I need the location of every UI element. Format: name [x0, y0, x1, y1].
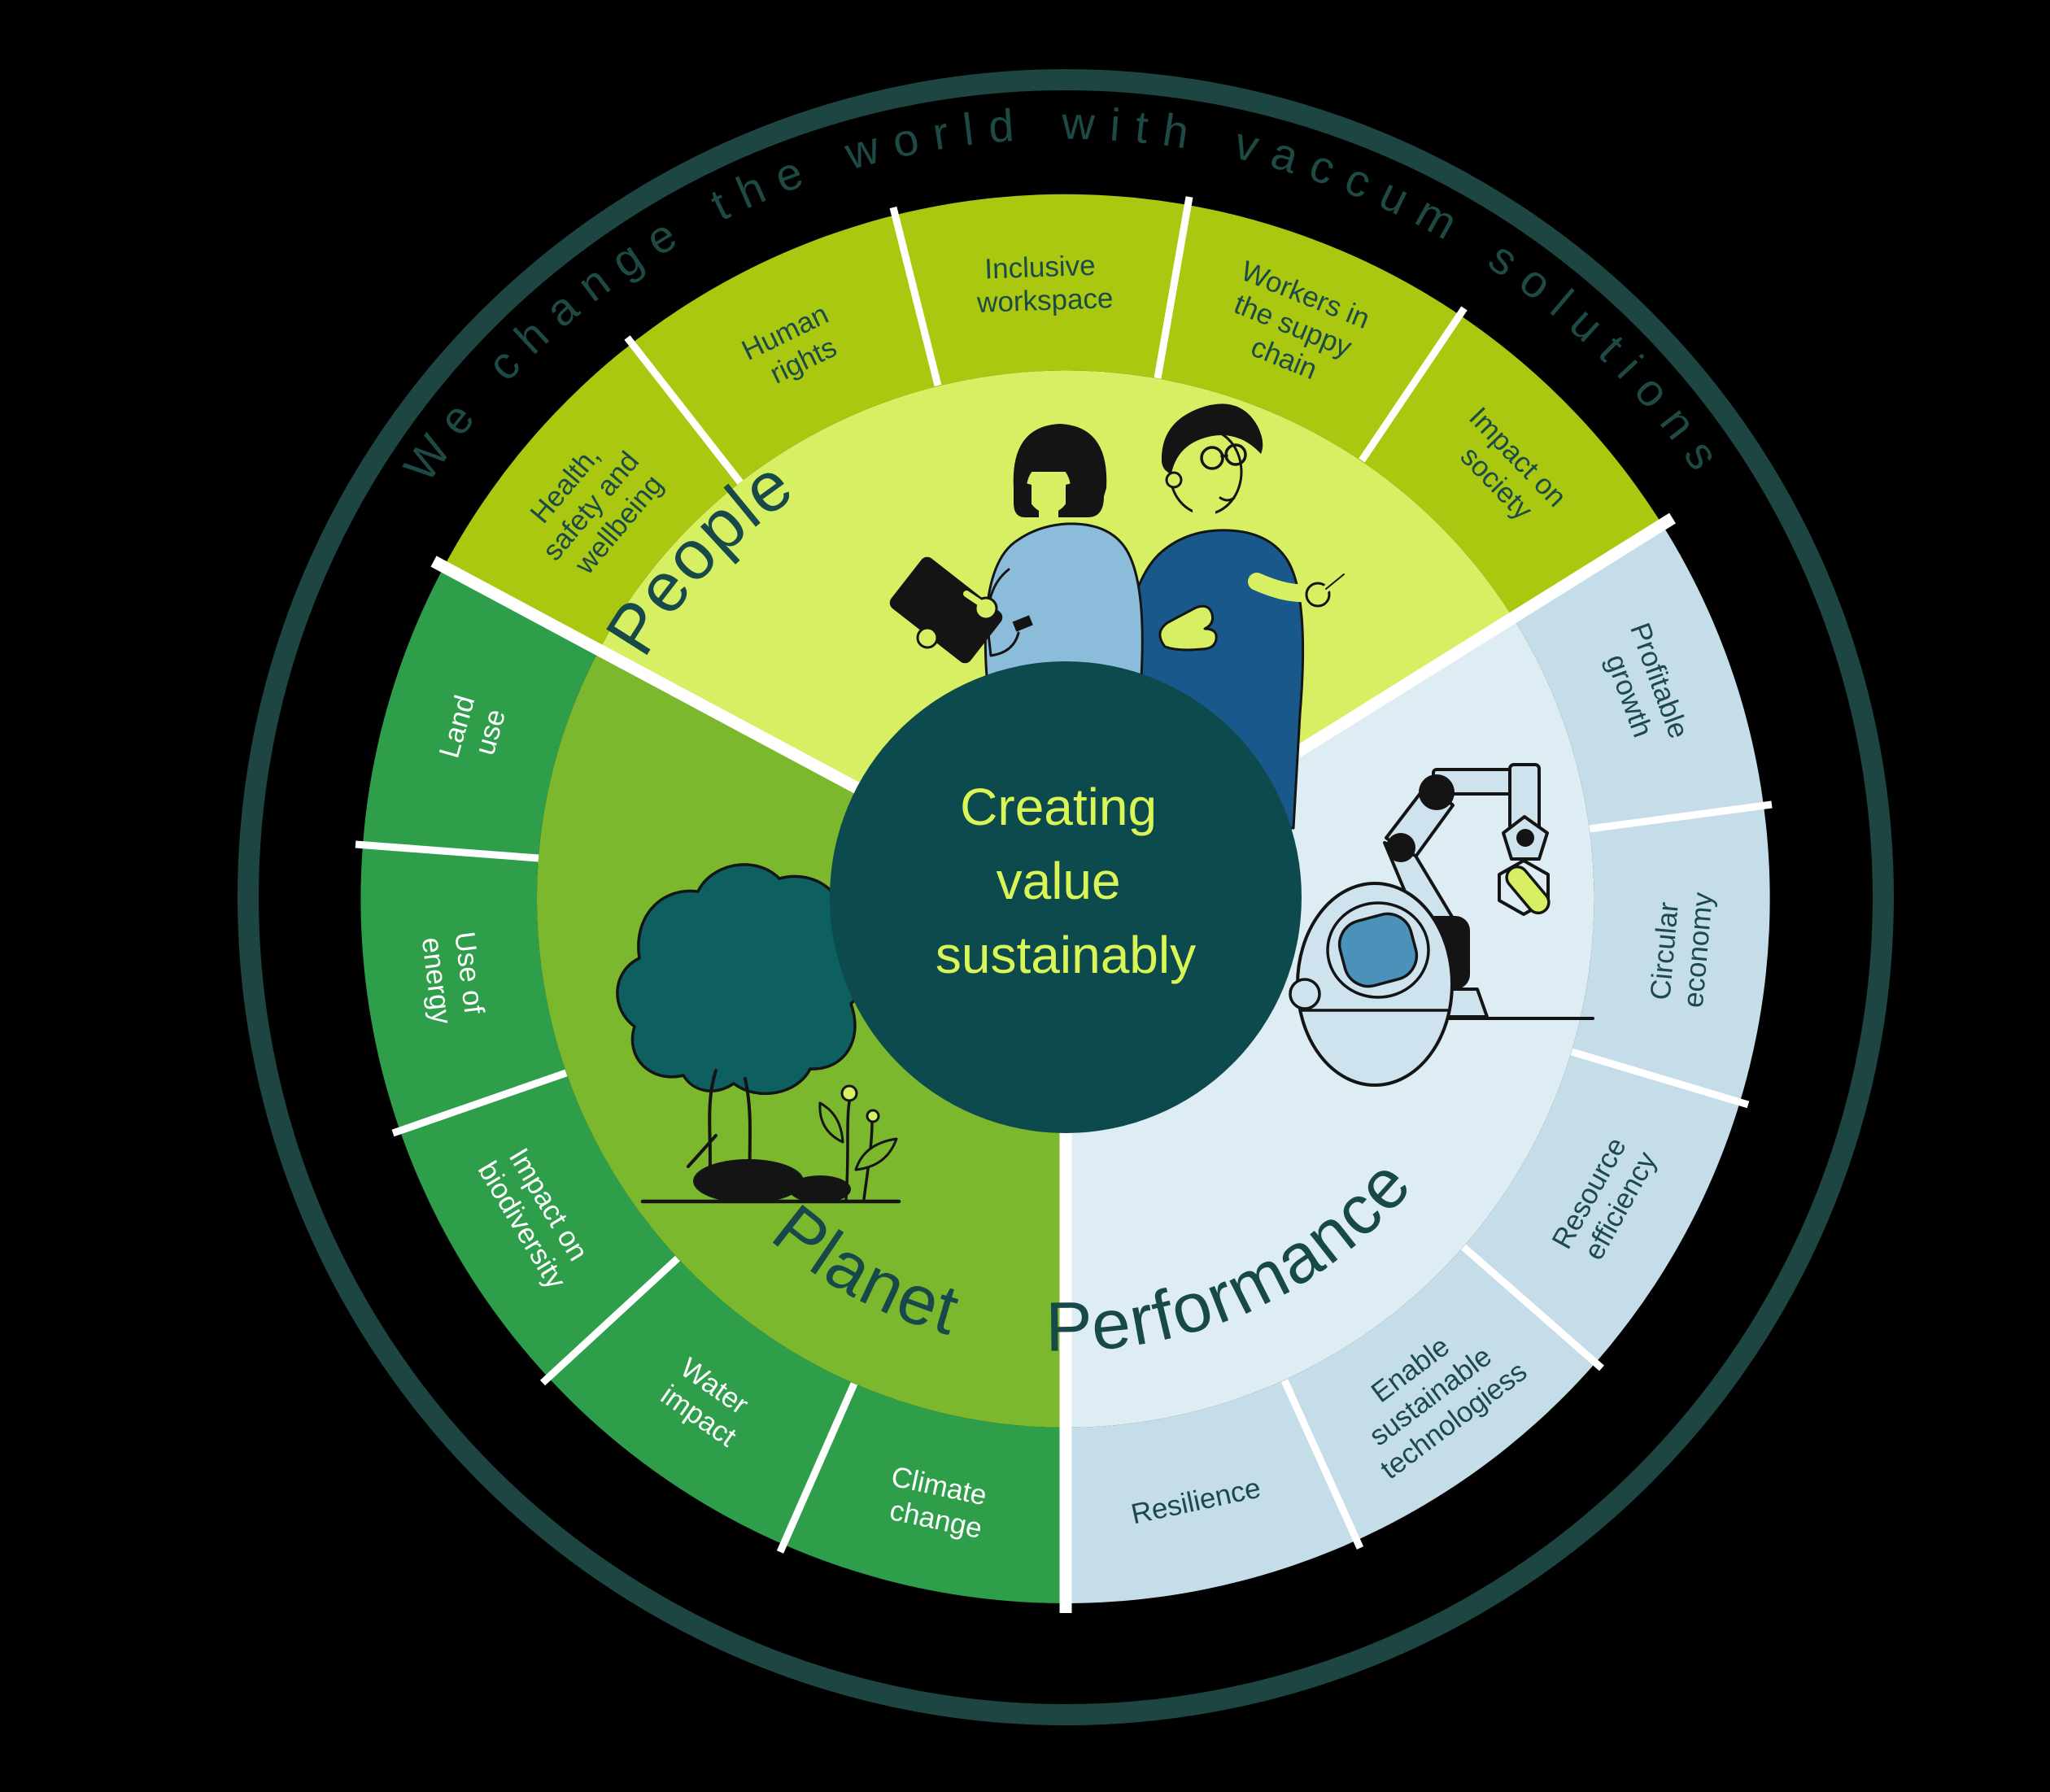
sprig-leaf-1	[854, 1137, 898, 1171]
capsule	[1505, 865, 1551, 915]
pod-inner-ring	[1326, 901, 1430, 999]
sprig-berry-2	[866, 1109, 880, 1123]
divider-people-performance	[1241, 512, 1676, 791]
center-line-3: sustainably	[936, 926, 1196, 984]
tree-illustration	[616, 863, 901, 1204]
label-line: Inclusive	[984, 250, 1096, 286]
woman-blouse	[984, 522, 1144, 693]
vacuum-robot-illustration	[1289, 763, 1594, 1087]
people-divider-2	[889, 206, 942, 387]
center-circle	[830, 661, 1302, 1133]
tree-branch	[687, 1134, 718, 1168]
sprig-berry-1	[840, 1084, 858, 1102]
pod-window	[1337, 912, 1419, 988]
planet-divider-4	[355, 840, 539, 862]
people-divider-3	[1154, 196, 1193, 379]
man-open-hand	[1158, 604, 1218, 652]
robot-shoulder-joint	[1419, 774, 1455, 810]
robot-elbow-joint	[1386, 833, 1415, 862]
performance-divider-2	[1570, 1048, 1750, 1109]
planet-divider-3	[391, 1069, 568, 1137]
woman-watch	[1012, 615, 1033, 632]
performance-divider-3	[1461, 1244, 1604, 1371]
woman-hand-holding	[916, 626, 939, 649]
people-divider-1	[624, 335, 744, 485]
people-outer-band	[443, 194, 1663, 651]
man-forearm	[1248, 573, 1316, 603]
people-divider-4	[1359, 306, 1468, 463]
center-line-2: value	[997, 852, 1121, 910]
man-hair	[1161, 403, 1263, 473]
divider-people-planet	[430, 556, 882, 805]
gripper-joint	[1516, 829, 1534, 847]
center-label: Creating value sustainably	[936, 778, 1196, 984]
man-smile	[1219, 496, 1236, 502]
man-ear	[1165, 471, 1183, 489]
performance-divider-4	[1280, 1379, 1364, 1550]
planet-outer-band	[360, 568, 1066, 1604]
woman-face	[1027, 463, 1071, 513]
tree-canopy	[616, 863, 868, 1096]
woman-index-finger	[963, 591, 984, 607]
outer-ring	[238, 69, 1894, 1725]
sector-divider-lines	[430, 512, 1676, 1613]
tablet-icon	[889, 556, 1003, 664]
woman-figure	[889, 424, 1144, 693]
man-finger-outline	[1325, 573, 1345, 590]
gripper-claw	[1498, 859, 1550, 916]
sprig-stem-1	[844, 1100, 851, 1201]
glasses-left-lens-icon	[1200, 446, 1224, 470]
center-line-1: Creating	[960, 778, 1157, 836]
pod-latch	[1289, 978, 1321, 1010]
label-line: workspace	[975, 282, 1114, 319]
sprig-leaf-2	[818, 1101, 844, 1144]
planet-divider-2	[539, 1255, 681, 1386]
man-neck	[1193, 508, 1215, 524]
performance-divider-1	[1589, 800, 1773, 833]
ground-mound-small	[789, 1175, 851, 1203]
planet-divider-1	[776, 1382, 858, 1554]
segment-inclusive-workspace: Inclusive workspace	[975, 249, 1114, 319]
segment-climate-change: Climate change	[882, 1461, 997, 1546]
performance-outer-band	[1066, 525, 1770, 1603]
woman-hair-sides	[1014, 480, 1084, 517]
woman-neck	[1039, 506, 1058, 525]
ground-mound-large	[693, 1159, 804, 1203]
segment-divider-lines	[355, 196, 1773, 1554]
woman-fringe	[1023, 448, 1074, 472]
